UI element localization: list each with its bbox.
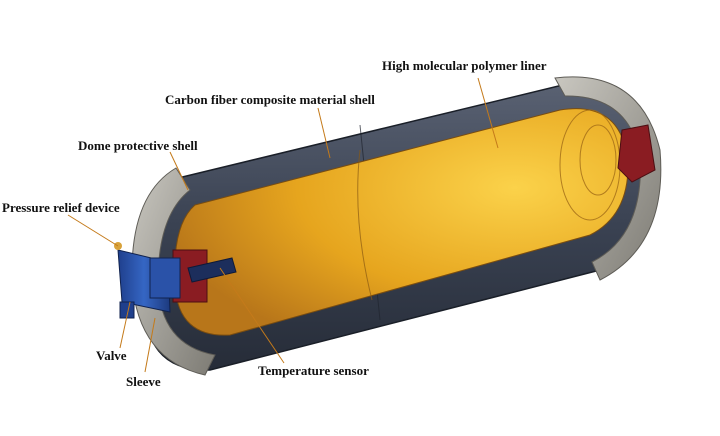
label-liner: High molecular polymer liner — [382, 58, 547, 73]
valve — [117, 249, 181, 319]
label-valve: Valve — [96, 348, 127, 363]
leader-lines — [67, 77, 499, 373]
label-dome-shell: Dome protective shell — [78, 138, 198, 153]
dome-protective-shell-left — [131, 167, 216, 376]
right-boss — [617, 124, 656, 183]
label-carbon-shell: Carbon fiber composite material shell — [165, 92, 375, 107]
label-temp-sensor: Temperature sensor — [258, 363, 369, 378]
temperature-sensor — [187, 257, 237, 283]
label-relief-device: Pressure relief device — [2, 200, 120, 215]
label-sleeve: Sleeve — [126, 374, 161, 389]
